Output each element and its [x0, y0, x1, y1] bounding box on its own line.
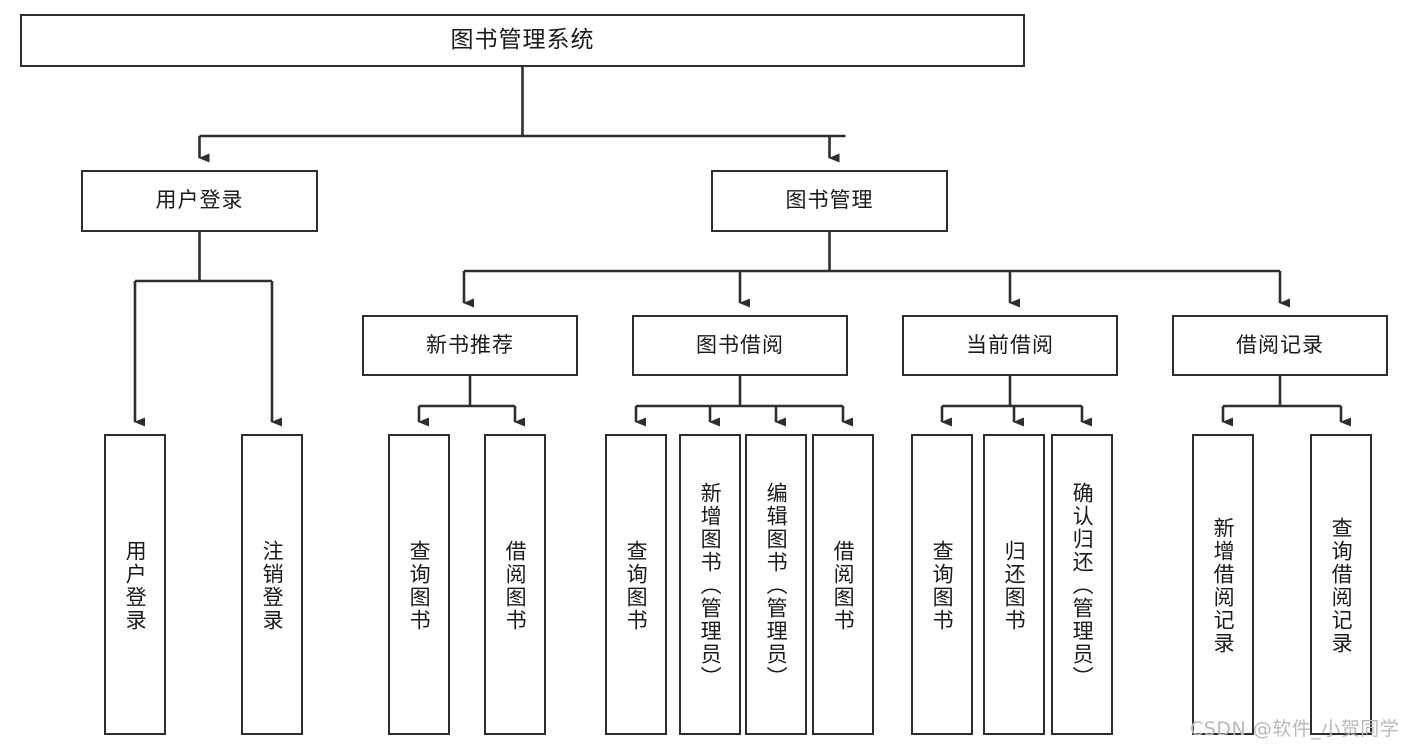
- node-leaf-borrow-book-recommend[interactable]: 借阅图书: [484, 434, 546, 735]
- node-leaf-confirm-return[interactable]: 确认归还（管理员）: [1051, 434, 1113, 735]
- node-leaf-borrow-book[interactable]: 借阅图书: [812, 434, 874, 735]
- node-label: 图书管理系统: [450, 26, 595, 53]
- node-leaf-query-book-current[interactable]: 查询图书: [911, 434, 973, 735]
- edges-root-to-level2: [198, 67, 846, 163]
- node-label: 编辑图书（管理员）: [764, 482, 789, 689]
- node-leaf-return-book[interactable]: 归还图书: [983, 434, 1045, 735]
- node-label: 查询图书: [407, 539, 432, 632]
- edges-currentborrow-to-leaves: [940, 376, 1092, 427]
- node-label: 图书借阅: [696, 332, 784, 357]
- node-label: 借阅记录: [1236, 332, 1324, 357]
- node-leaf-add-book[interactable]: 新增图书（管理员）: [679, 434, 741, 735]
- node-leaf-edit-book[interactable]: 编辑图书（管理员）: [745, 434, 807, 735]
- node-label: 查询借阅记录: [1329, 516, 1354, 655]
- edges-newbook-to-leaves: [417, 376, 525, 427]
- edges-userlogin-to-leaves: [133, 232, 282, 427]
- node-label: 用户登录: [155, 188, 244, 213]
- node-leaf-query-book-recommend[interactable]: 查询图书: [388, 434, 450, 735]
- node-label: 查询图书: [624, 539, 649, 632]
- node-root-system[interactable]: 图书管理系统: [20, 14, 1025, 67]
- node-new-book-recommend[interactable]: 新书推荐: [362, 315, 578, 376]
- node-label: 借阅图书: [831, 539, 856, 632]
- edges-borrowrecord-to-leaves: [1221, 376, 1351, 427]
- node-user-login[interactable]: 用户登录: [81, 170, 318, 232]
- node-leaf-query-borrow-record[interactable]: 查询借阅记录: [1310, 434, 1372, 735]
- node-label: 借阅图书: [503, 539, 528, 632]
- node-book-manage[interactable]: 图书管理: [711, 170, 948, 232]
- node-borrow-record[interactable]: 借阅记录: [1172, 315, 1388, 376]
- node-label: 注销登录: [260, 539, 285, 632]
- node-leaf-add-borrow-record[interactable]: 新增借阅记录: [1192, 434, 1254, 735]
- node-leaf-user-logout[interactable]: 注销登录: [241, 434, 303, 735]
- node-label: 查询图书: [930, 539, 955, 632]
- node-leaf-query-book-borrow[interactable]: 查询图书: [605, 434, 667, 735]
- csdn-watermark: CSDN @软件_小贺同学: [1190, 718, 1400, 740]
- node-book-borrow[interactable]: 图书借阅: [632, 315, 848, 376]
- node-current-borrow[interactable]: 当前借阅: [902, 315, 1118, 376]
- node-label: 新增借阅记录: [1211, 516, 1236, 655]
- node-label: 用户登录: [123, 539, 148, 632]
- node-label: 确认归还（管理员）: [1070, 482, 1095, 689]
- edges-bookborrow-to-leaves: [634, 376, 853, 427]
- edges-bookmanage-to-level3: [462, 232, 1290, 308]
- node-label: 新书推荐: [426, 332, 514, 357]
- node-label: 归还图书: [1002, 539, 1027, 632]
- node-label: 当前借阅: [966, 332, 1054, 357]
- node-label: 图书管理: [785, 188, 874, 213]
- node-label: 新增图书（管理员）: [698, 482, 723, 689]
- node-leaf-user-login[interactable]: 用户登录: [104, 434, 166, 735]
